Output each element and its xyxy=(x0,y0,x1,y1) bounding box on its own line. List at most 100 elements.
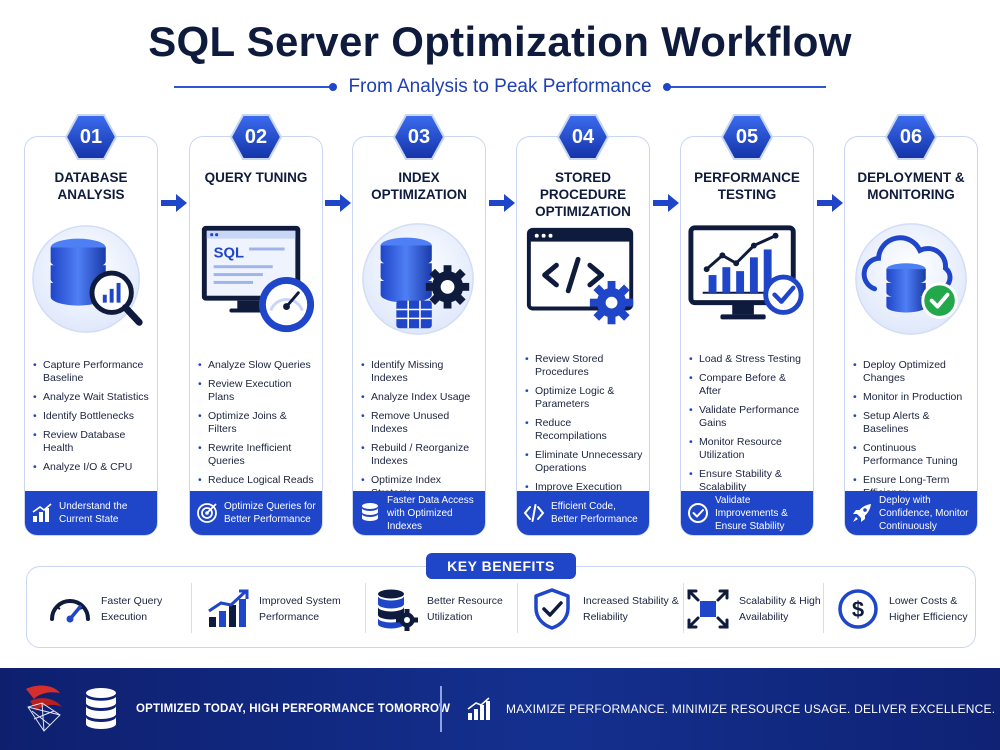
list-item: Analyze Wait Statistics xyxy=(33,391,153,404)
list-item: Review Database Health xyxy=(33,429,153,455)
dollar-circle-icon: $ xyxy=(838,589,878,629)
step-card-query-tuning: 02 QUERY TUNING SQL Analyze Slow Queries… xyxy=(189,114,323,536)
step-number-badge: 02 xyxy=(229,113,283,161)
flow-arrow-icon xyxy=(817,194,843,212)
step-outcome-banner: Efficient Code, Better Performance xyxy=(517,491,649,535)
footer-divider xyxy=(440,686,442,732)
benefit-label: Faster Query Execution xyxy=(101,595,163,623)
page-subtitle: From Analysis to Peak Performance xyxy=(348,76,652,97)
footer-left: OPTIMIZED TODAY, HIGH PERFORMANCE TOMORR… xyxy=(20,676,450,742)
page-title: SQL Server Optimization Workflow xyxy=(148,18,852,65)
list-item: Continuous Performance Tuning xyxy=(853,442,973,468)
step-number-badge: 01 xyxy=(64,113,118,161)
benefit-resource-utilization: Better Resource Utilization xyxy=(373,587,513,631)
list-item: Identify Bottlenecks xyxy=(33,410,153,423)
footer-tagline-left: OPTIMIZED TODAY, HIGH PERFORMANCE TOMORR… xyxy=(136,703,451,715)
database-icon xyxy=(362,503,378,521)
list-item: Review Stored Procedures xyxy=(525,353,645,379)
footer-right: MAXIMIZE PERFORMANCE. MINIMIZE RESOURCE … xyxy=(466,676,995,742)
benefit-divider xyxy=(517,583,518,633)
code-window-gear-icon xyxy=(521,219,645,339)
list-item: Optimize Joins & Filters xyxy=(198,410,318,436)
list-item: Setup Alerts & Baselines xyxy=(853,410,973,436)
flow-arrow-icon xyxy=(161,194,187,212)
code-icon xyxy=(523,504,545,522)
list-item: Reduce Recompilations xyxy=(525,417,645,443)
step-task-list: Capture Performance Baseline Analyze Wai… xyxy=(33,359,153,480)
cloud-database-check-icon xyxy=(849,219,973,339)
step-outcome-text: Optimize Queries for Better Performance xyxy=(224,501,316,525)
footer-banner: OPTIMIZED TODAY, HIGH PERFORMANCE TOMORR… xyxy=(0,668,1000,750)
list-item: Review Execution Plans xyxy=(198,378,318,404)
step-number-badge: 05 xyxy=(720,113,774,161)
benefit-label: Lower Costs & Higher Efficiency xyxy=(889,595,968,623)
list-item: Identify Missing Indexes xyxy=(361,359,481,385)
step-outcome-text: Deploy with Confidence, Monitor Continuo… xyxy=(879,494,969,532)
list-item: Reduce Logical Reads xyxy=(198,474,318,487)
benefit-stability: Increased Stability & Reliability xyxy=(529,587,679,631)
shield-check-icon xyxy=(534,588,570,630)
list-item: Analyze I/O & CPU xyxy=(33,461,153,474)
step-card-stored-procedure-optimization: 04 STORED PROCEDURE OPTIMIZATION Rev xyxy=(516,114,650,536)
list-item: Eliminate Unnecessary Operations xyxy=(525,449,645,475)
target-icon xyxy=(197,503,217,523)
step-task-list: Review Stored Procedures Optimize Logic … xyxy=(525,353,645,513)
list-item: Capture Performance Baseline xyxy=(33,359,153,385)
svg-text:SQL: SQL xyxy=(214,245,244,261)
list-item: Rebuild / Reorganize Indexes xyxy=(361,442,481,468)
list-item: Monitor Resource Utilization xyxy=(689,436,809,462)
list-item: Load & Stress Testing xyxy=(689,353,809,366)
step-card-deployment-monitoring: 06 DEPLOYMENT & MONITORING Deploy Optimi… xyxy=(844,114,978,536)
step-title: STORED PROCEDURE OPTIMIZATION xyxy=(535,170,631,219)
list-item: Analyze Index Usage xyxy=(361,391,481,404)
benefit-label: Scalability & High Availability xyxy=(739,595,821,623)
database-icon xyxy=(85,688,117,729)
list-item: Remove Unused Indexes xyxy=(361,410,481,436)
database-gear-icon xyxy=(357,219,481,339)
step-outcome-banner: Optimize Queries for Better Performance xyxy=(190,491,322,535)
step-outcome-banner: Understand the Current State xyxy=(25,491,157,535)
step-title: PERFORMANCE TESTING xyxy=(694,170,800,202)
step-outcome-banner: Validate Improvements & Ensure Stability xyxy=(681,491,813,535)
benefit-improved-performance: Improved System Performance xyxy=(205,587,355,631)
step-title: QUERY TUNING xyxy=(204,170,308,185)
step-number-badge: 03 xyxy=(392,113,446,161)
list-item: Compare Before & After xyxy=(689,372,809,398)
bar-chart-icon xyxy=(32,503,52,522)
expand-arrows-icon xyxy=(687,589,729,629)
benefit-divider xyxy=(823,583,824,633)
flow-arrow-icon xyxy=(489,194,515,212)
check-circle-icon xyxy=(688,503,708,523)
step-outcome-text: Faster Data Access with Optimized Indexe… xyxy=(387,494,474,532)
sql-speedometer-icon: SQL xyxy=(194,219,318,339)
benefit-divider xyxy=(683,583,684,633)
benefit-divider xyxy=(365,583,366,633)
database-search-icon xyxy=(29,219,153,339)
list-item: Deploy Optimized Changes xyxy=(853,359,973,385)
step-outcome-banner: Faster Data Access with Optimized Indexe… xyxy=(353,491,485,535)
flow-arrow-icon xyxy=(325,194,351,212)
step-number-badge: 06 xyxy=(884,113,938,161)
list-item: Optimize Logic & Parameters xyxy=(525,385,645,411)
growth-chart-icon xyxy=(208,589,249,627)
list-item: Validate Performance Gains xyxy=(689,404,809,430)
step-card-performance-testing: 05 PERFORMANCE TESTING Load & Stress Tes… xyxy=(680,114,814,536)
subtitle-row: From Analysis to Peak Performance xyxy=(0,74,1000,100)
footer-tagline-right: MAXIMIZE PERFORMANCE. MINIMIZE RESOURCE … xyxy=(506,702,996,716)
benefit-faster-query: Faster Query Execution xyxy=(47,587,187,631)
list-item: Rewrite Inefficient Queries xyxy=(198,442,318,468)
step-outcome-banner: Deploy with Confidence, Monitor Continuo… xyxy=(845,491,977,535)
step-number-badge: 04 xyxy=(556,113,610,161)
list-item: Analyze Slow Queries xyxy=(198,359,318,372)
step-card-database-analysis: 01 DATABASE ANALYSIS Capture Performance… xyxy=(24,114,158,536)
step-outcome-text: Validate Improvements & Ensure Stability xyxy=(715,494,788,532)
flow-arrow-icon xyxy=(653,194,679,212)
step-task-list: Identify Missing Indexes Analyze Index U… xyxy=(361,359,481,506)
step-title: INDEX OPTIMIZATION xyxy=(371,170,467,202)
step-task-list: Load & Stress Testing Compare Before & A… xyxy=(689,353,809,500)
key-benefits-panel: KEY BENEFITS Faster Query Execution Impr… xyxy=(26,553,976,648)
sql-server-logo-icon xyxy=(26,685,62,732)
benefit-label: Improved System Performance xyxy=(259,595,341,623)
subtitle-divider-right xyxy=(662,83,826,91)
step-title: DEPLOYMENT & MONITORING xyxy=(857,170,965,202)
